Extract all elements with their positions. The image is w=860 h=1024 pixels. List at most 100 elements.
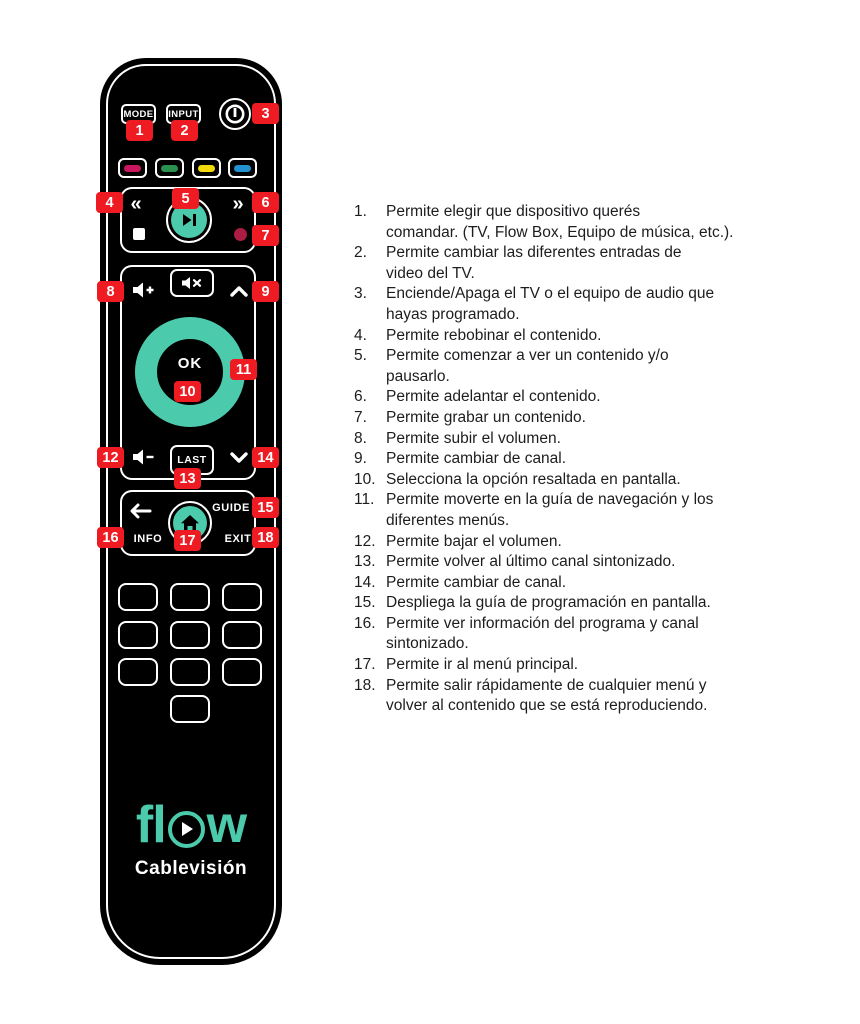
mute-button — [170, 269, 214, 297]
badge-11: 11 — [230, 359, 257, 380]
item-text: Enciende/Apaga el TV o el equipo de audi… — [386, 285, 715, 323]
item-number: 15. — [354, 594, 376, 612]
item-number: 1. — [354, 203, 367, 220]
legend-list: 1. Permite elegir que dispositivo querés … — [354, 202, 772, 717]
list-item: 16.Permite ver información del programa … — [354, 614, 772, 655]
list-item: 8.Permite subir el volumen. — [354, 429, 772, 450]
list-item: 7. Permite grabar un contenido. — [354, 408, 772, 429]
badge-18: 18 — [252, 527, 279, 548]
play-icon — [182, 822, 194, 836]
remote-control: MODE INPUT « » — [96, 58, 282, 965]
item-text: Permite cambiar las diferentes entradas … — [386, 244, 682, 282]
yellow-color-button — [192, 158, 221, 178]
badge-5: 5 — [172, 188, 199, 209]
volume-up-icon — [133, 282, 154, 298]
item-text: Permite elegir que dispositivo querés co… — [386, 203, 734, 241]
home-icon — [181, 515, 199, 531]
logo-text-fl: fl — [135, 796, 167, 854]
item-text: Permite comenzar a ver un contenido y/o … — [386, 347, 669, 385]
badge-15: 15 — [252, 497, 279, 518]
input-button-label: INPUT — [168, 108, 199, 120]
red-color-button — [118, 158, 147, 178]
item-number: 8. — [354, 429, 367, 447]
rewind-icon: « — [130, 192, 142, 215]
list-item: 13. Permite volver al último canal sinton… — [354, 552, 772, 573]
blue-color-bar — [234, 164, 251, 172]
power-icon — [225, 104, 245, 124]
list-item: 9.Permite cambiar de canal. — [354, 449, 772, 470]
keypad-button — [118, 583, 158, 611]
last-button-label: LAST — [177, 454, 207, 466]
volume-down-icon — [133, 449, 154, 465]
exit-button: EXIT — [224, 533, 252, 545]
list-item: 3. Enciende/Apaga el TV o el equipo de au… — [354, 284, 772, 325]
fast-forward-icon: » — [232, 192, 244, 215]
list-item: 11.Permite moverte en la guía de navegac… — [354, 490, 772, 531]
item-text: Permite adelantar el contenido. — [386, 388, 601, 406]
list-item: 5. Permite comenzar a ver un contenido y/… — [354, 346, 772, 387]
item-number: 5. — [354, 347, 367, 365]
flow-logo: fl w Cablevisión — [100, 796, 282, 880]
ok-ring-button — [135, 317, 245, 427]
item-text: Permite cambiar de canal. — [386, 450, 567, 468]
list-item: 18.Permite salir rápidamente de cualquie… — [354, 676, 772, 717]
item-number: 16. — [354, 614, 376, 632]
channel-down-button — [229, 451, 249, 469]
blue-color-button — [228, 158, 257, 178]
item-text: Permite grabar un contenido. — [386, 408, 586, 426]
item-number: 14. — [354, 573, 376, 591]
item-text: Permite volver al último canal sintoniza… — [386, 553, 676, 571]
play-pause-icon — [182, 214, 196, 226]
stop-icon — [133, 228, 145, 240]
list-item: 12.Permite bajar el volumen. — [354, 532, 772, 553]
badge-12: 12 — [97, 447, 124, 468]
chevron-up-icon — [230, 286, 248, 297]
item-number: 13. — [354, 553, 376, 571]
item-number: 17. — [354, 656, 376, 674]
channel-up-button — [229, 284, 249, 302]
item-number: 7. — [354, 408, 367, 426]
badge-13: 13 — [174, 468, 201, 489]
item-number: 2. — [354, 244, 367, 262]
keypad-button — [222, 658, 262, 686]
ok-label: OK — [177, 355, 203, 372]
item-number: 10. — [354, 470, 376, 488]
badge-4: 4 — [96, 192, 123, 213]
list-item: 15.Despliega la guía de programación en … — [354, 593, 772, 614]
logo-subtitle: Cablevisión — [134, 858, 248, 879]
item-number: 3. — [354, 285, 367, 303]
keypad-button — [222, 583, 262, 611]
volume-down-button — [132, 448, 158, 466]
keypad-button — [118, 658, 158, 686]
badge-3: 3 — [252, 103, 279, 124]
badge-9: 9 — [252, 281, 279, 302]
item-text: Selecciona la opción resaltada en pantal… — [386, 470, 681, 488]
keypad-button — [118, 621, 158, 649]
list-item: 4.Permite rebobinar el contenido. — [354, 326, 772, 347]
badge-7: 7 — [252, 225, 279, 246]
list-item: 14.Permite cambiar de canal. — [354, 573, 772, 594]
logo-play-circle — [167, 810, 205, 848]
list-item: 2. Permite cambiar las diferentes entrada… — [354, 243, 772, 284]
record-icon — [234, 228, 247, 241]
badge-17: 17 — [174, 530, 201, 551]
guide-button: GUIDE — [212, 502, 250, 514]
power-button — [219, 98, 251, 130]
info-button: INFO — [133, 533, 163, 545]
mode-button-label: MODE — [123, 108, 154, 120]
mute-icon — [182, 277, 202, 289]
item-text: Permite bajar el volumen. — [386, 532, 562, 550]
yellow-color-bar — [198, 164, 215, 172]
badge-6: 6 — [252, 192, 279, 213]
item-number: 4. — [354, 326, 367, 344]
badge-16: 16 — [97, 527, 124, 548]
item-text: Permite salir rápidamente de cualquier m… — [386, 676, 708, 715]
chevron-down-icon — [230, 452, 248, 463]
red-color-bar — [124, 164, 141, 172]
item-number: 6. — [354, 388, 367, 406]
green-color-bar — [161, 164, 178, 172]
badge-1: 1 — [126, 120, 153, 141]
back-button — [129, 502, 155, 520]
item-text: Permite ir al menú principal. — [386, 656, 579, 674]
